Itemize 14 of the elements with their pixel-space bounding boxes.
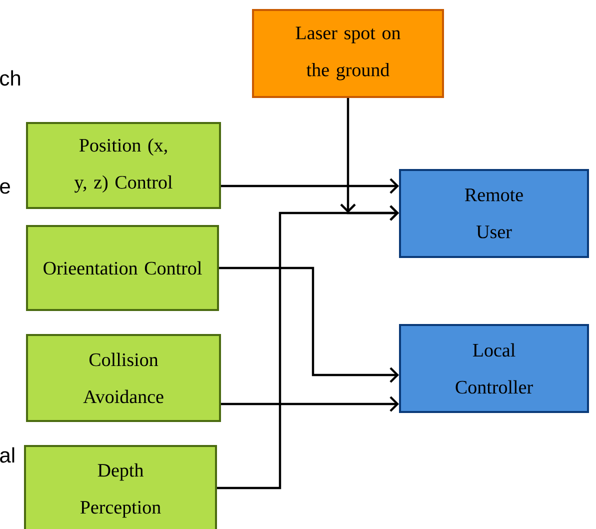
target-box: Local Controller (399, 324, 589, 413)
function-box: Position (x, y, z) Control (26, 122, 221, 209)
text-fragment: al (0, 447, 14, 463)
function-box: Depth Perception (24, 444, 217, 529)
function-box: Orieentation Control (26, 225, 219, 311)
arrow (219, 266, 399, 383)
arrow (221, 178, 399, 194)
arrow (221, 396, 399, 412)
source-box: Laser spot on the ground (252, 9, 444, 98)
target-box: Remote User (399, 168, 589, 258)
text-fragment: ch (0, 70, 20, 86)
text-fragment: e (0, 182, 10, 194)
function-box: Collision Avoidance (26, 334, 221, 422)
arrow (217, 205, 399, 490)
